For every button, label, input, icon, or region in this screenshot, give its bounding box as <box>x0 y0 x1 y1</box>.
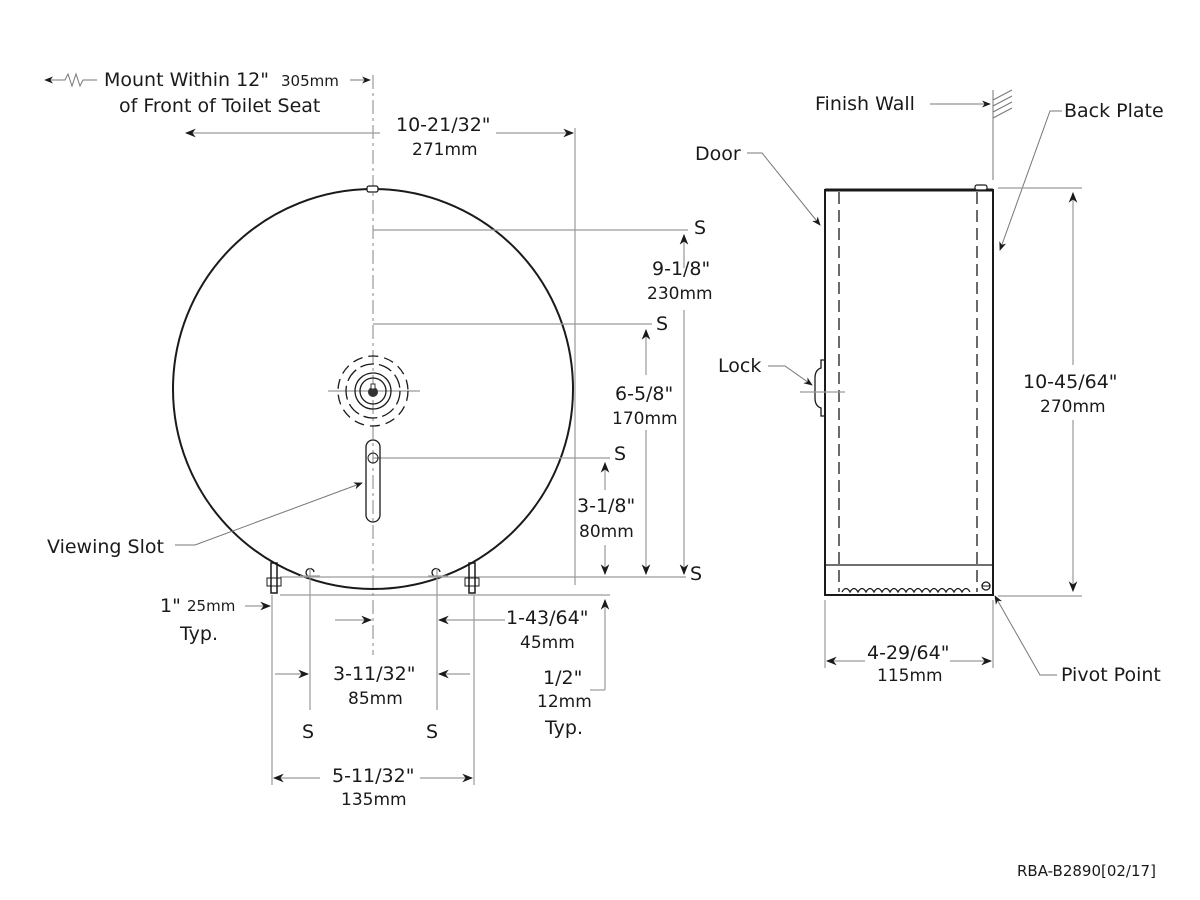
vertical-dimension-170: 6-5/8" 170mm <box>612 328 678 576</box>
dim-imperial: 1" <box>160 595 181 617</box>
mount-within-label-line2: of Front of Toilet Seat <box>119 95 320 117</box>
finish-wall-label: Finish Wall <box>815 93 915 115</box>
bottom-offset-dimension: 1/2" 12mm Typ. <box>537 598 610 739</box>
hole-offset-dimension: 1-43/64" 45mm <box>335 607 588 653</box>
serrated-tear-edge <box>841 587 971 594</box>
width-imperial: 10-21/32" <box>396 114 491 136</box>
dim-imperial: 10-45/64" <box>1023 371 1118 393</box>
dim-note: Typ. <box>179 623 218 645</box>
edge-offset-dimension: 1" 25mm Typ. <box>160 595 272 645</box>
door-callout: Door <box>695 143 821 226</box>
height-dimension: 10-45/64" 270mm <box>998 187 1118 597</box>
viewing-slot-callout: Viewing Slot <box>47 482 363 558</box>
viewing-slot-label: Viewing Slot <box>47 536 164 558</box>
vertical-dimension-80: 3-1/8" 80mm <box>577 461 635 576</box>
s-mark: S <box>426 721 438 743</box>
inner-spacing-dimension: 3-11/32" 85mm <box>275 663 470 709</box>
s-mark: S <box>694 217 706 239</box>
viewing-slot <box>365 439 381 523</box>
depth-dimension: 4-29/64" 115mm <box>824 600 994 686</box>
side-body-outline <box>824 189 994 596</box>
s-mark: S <box>690 563 702 585</box>
mount-within-metric: 305mm <box>281 72 339 90</box>
dim-metric: 230mm <box>647 284 713 304</box>
width-metric: 271mm <box>412 140 478 160</box>
drawing-id: RBA-B2890[02/17] <box>1017 862 1156 880</box>
dim-metric: 115mm <box>877 666 943 686</box>
width-dimension: 10-21/32" 271mm <box>184 114 576 585</box>
lock-label: Lock <box>718 355 761 377</box>
dim-imperial: 1/2" <box>543 667 582 689</box>
s-mark: S <box>614 443 626 465</box>
front-view: Mount Within 12" 305mm of Front of Toile… <box>44 69 713 810</box>
vertical-dimension-230: 9-1/8" 230mm <box>647 233 713 576</box>
s-mark: S <box>656 313 668 335</box>
door-label: Door <box>695 143 741 165</box>
dim-imperial: 3-1/8" <box>577 495 635 517</box>
dim-imperial: 1-43/64" <box>506 607 588 629</box>
dim-imperial: 3-11/32" <box>333 663 415 685</box>
lock-keyhole <box>328 355 420 427</box>
dim-metric: 85mm <box>348 689 403 709</box>
pivot-point-callout: Pivot Point <box>994 595 1161 686</box>
dim-imperial: 9-1/8" <box>652 258 710 280</box>
dim-metric: 12mm <box>537 692 592 712</box>
dim-metric: 45mm <box>520 633 575 653</box>
lock-callout: Lock <box>718 355 845 417</box>
dim-imperial: 4-29/64" <box>867 642 949 664</box>
mount-within-label: Mount Within 12" <box>104 69 269 91</box>
back-plate-label: Back Plate <box>1064 100 1164 122</box>
side-view: Finish Wall Back Plate Door Lock <box>695 89 1164 686</box>
dim-note: Typ. <box>544 717 583 739</box>
mount-note: Mount Within 12" 305mm of Front of Toile… <box>44 69 371 117</box>
dim-imperial: 6-5/8" <box>615 383 673 405</box>
dim-metric: 170mm <box>612 409 678 429</box>
outer-spacing-dimension: 5-11/32" 135mm <box>272 765 474 810</box>
finish-wall: Finish Wall <box>815 89 1013 180</box>
dim-imperial: 5-11/32" <box>332 765 414 787</box>
dim-metric: 135mm <box>341 790 407 810</box>
s-mark: S <box>302 721 314 743</box>
top-latch <box>366 185 379 193</box>
lock-profile <box>814 359 825 417</box>
dim-metric: 80mm <box>579 522 634 542</box>
back-plate-callout: Back Plate <box>999 100 1164 251</box>
pivot-point-label: Pivot Point <box>1061 664 1161 686</box>
dim-metric: 270mm <box>1040 397 1106 417</box>
dim-metric: 25mm <box>187 597 235 615</box>
